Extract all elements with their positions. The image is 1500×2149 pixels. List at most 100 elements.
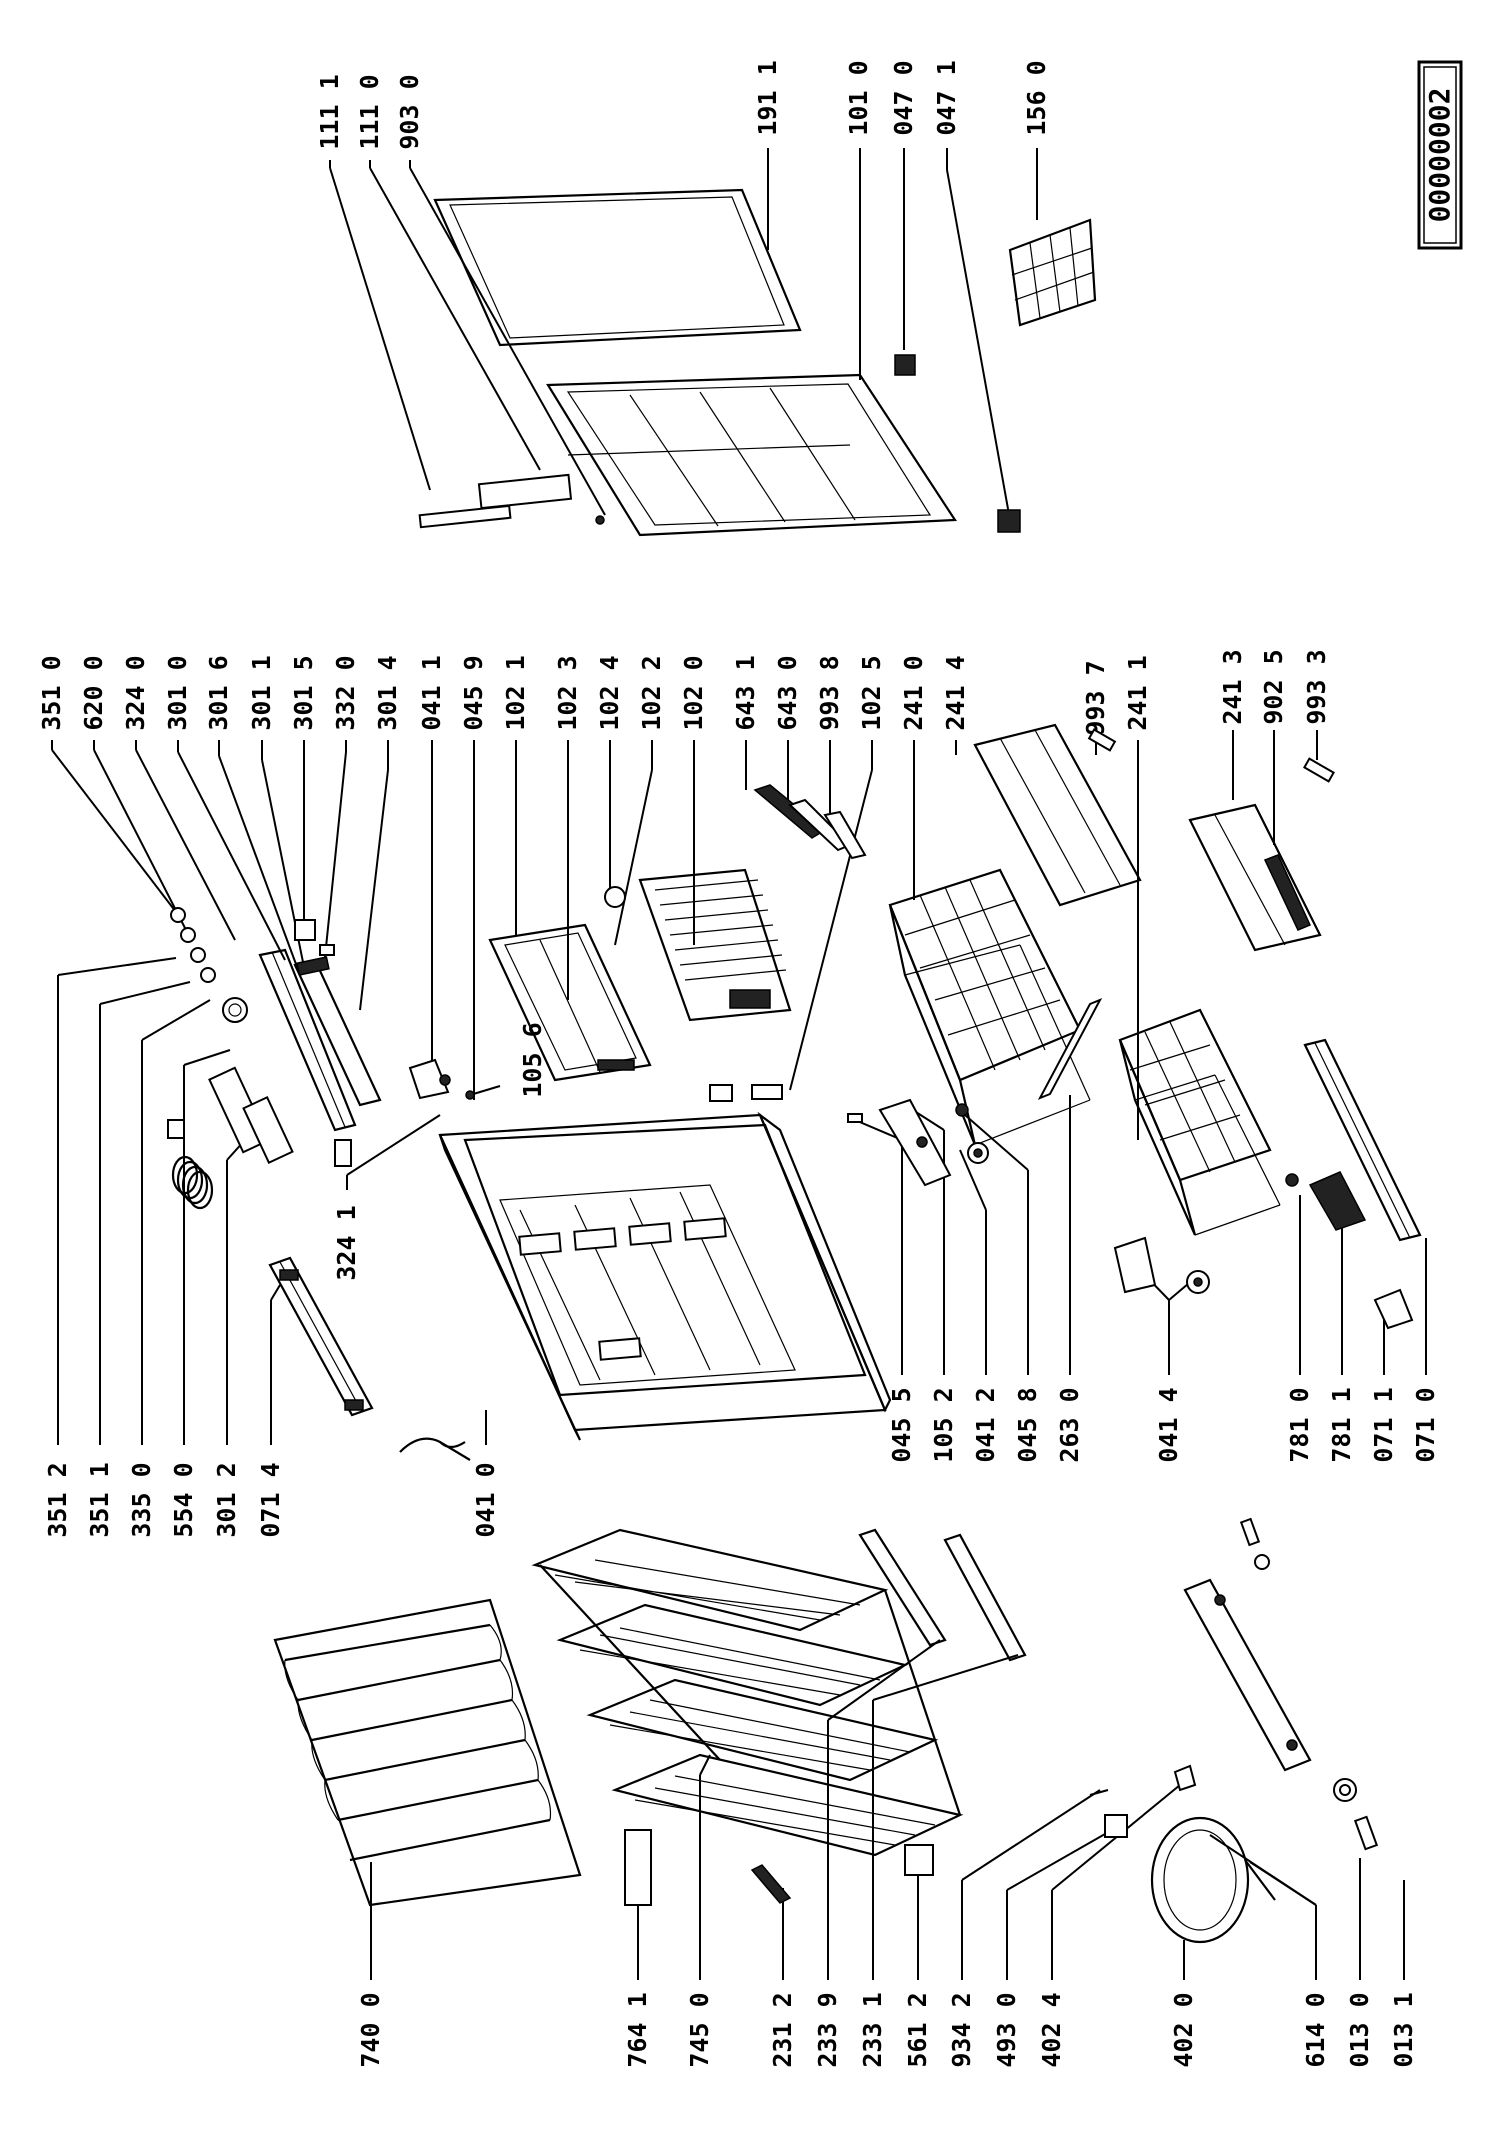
relay-561-2: [904, 1844, 934, 1876]
freezer-flap-102-0: [638, 868, 792, 1022]
part-493-0: [1104, 1814, 1128, 1838]
label-041-4: 041 4: [1154, 1387, 1183, 1462]
label-071-4: 071 4: [256, 1462, 285, 1537]
door-handle-111: [418, 473, 605, 529]
label-241-1: 241 1: [1123, 655, 1152, 730]
label-102-0: 102 0: [679, 655, 708, 730]
rail-233-9: [858, 1528, 947, 1647]
label-045-8: 045 8: [1013, 1387, 1042, 1462]
label-301-0: 301 0: [163, 655, 192, 730]
label-102-5: 102 5: [857, 655, 886, 730]
part-402-4: [1173, 1764, 1197, 1792]
part-993-7: [1087, 728, 1117, 752]
compressor-402-0: [1150, 1816, 1276, 1944]
label-111-0: 111 0: [355, 74, 384, 149]
label-620-0: 620 0: [79, 655, 108, 730]
part-102-5: [751, 1084, 783, 1100]
grommet-013-0: [1333, 1778, 1357, 1802]
hinge-105-2: [878, 1098, 952, 1187]
filter-drier-764-1: [624, 1829, 652, 1906]
label-781-0: 781 0: [1285, 1387, 1314, 1462]
label-241-4: 241 4: [941, 655, 970, 730]
hinge-041-4: [1113, 1236, 1210, 1294]
label-233-9: 233 9: [813, 1992, 842, 2067]
hinge-047-0: [894, 354, 916, 376]
part-324-1: [334, 1139, 352, 1167]
label-324-1: 324 1: [332, 1205, 361, 1280]
kick-plate-071-0: [1303, 1038, 1422, 1242]
label-764-1: 764 1: [623, 1992, 652, 2067]
part-614-0-small: [1239, 1517, 1270, 1570]
label-301-2: 301 2: [212, 1462, 241, 1537]
pad-301-5: [294, 919, 335, 956]
label-301-1: 301 1: [247, 655, 276, 730]
label-041-0: 041 0: [471, 1462, 500, 1537]
label-643-0: 643 0: [773, 655, 802, 730]
strip-902-5: [1263, 854, 1312, 931]
label-402-0: 402 0: [1169, 1992, 1198, 2067]
label-045-9: 045 9: [459, 655, 488, 730]
label-233-1: 233 1: [858, 1992, 887, 2067]
label-993-3: 993 3: [1302, 649, 1331, 724]
hinge-047-1: [997, 509, 1021, 533]
label-402-4: 402 4: [1037, 1992, 1066, 2067]
label-047-1: 047 1: [932, 60, 961, 135]
label-156-0: 156 0: [1022, 60, 1051, 135]
screw-045-5: [847, 1113, 863, 1123]
label-241-0: 241 0: [899, 655, 928, 730]
thermostat-301-2: [208, 1066, 294, 1165]
label-902-5: 902 5: [1259, 649, 1288, 724]
part-934-2: [1089, 1788, 1109, 1797]
label-740-0: 740 0: [356, 1992, 385, 2067]
door-gasket-191-1: [433, 188, 802, 347]
label-561-2: 561 2: [903, 1992, 932, 2067]
label-105-6: 105 6: [518, 1022, 547, 1097]
label-993-7: 993 7: [1081, 660, 1110, 735]
basket-241-1: [1118, 1008, 1281, 1236]
label-102-2: 102 2: [637, 655, 666, 730]
basket-lid-241-3: [1188, 803, 1322, 952]
label-041-2: 041 2: [971, 1387, 1000, 1462]
label-324-0: 324 0: [121, 655, 150, 730]
label-781-1: 781 1: [1327, 1387, 1356, 1462]
label-614-0: 614 0: [1301, 1992, 1330, 2067]
basket-lid-241-4: [973, 723, 1142, 907]
label-301-4: 301 4: [373, 655, 402, 730]
part-labels: 111 1 111 0 903 0 191 1 101 0 047 0 047 …: [37, 60, 1440, 2067]
label-335-0: 335 0: [127, 1462, 156, 1537]
bracket-041-1: [408, 1058, 451, 1100]
part-071-1: [1373, 1288, 1414, 1330]
door-101-0: [546, 373, 957, 537]
rod-263-0: [1037, 998, 1103, 1100]
label-934-2: 934 2: [947, 1992, 976, 2067]
capillary-coil-554-0: [167, 1119, 214, 1210]
label-745-0: 745 0: [685, 1992, 714, 2067]
cable-041-0: [399, 1437, 471, 1461]
rail-071-4: [268, 1256, 374, 1417]
document-id: 00000002: [1423, 88, 1456, 223]
document-id-box: 00000002: [1417, 60, 1463, 250]
label-071-1: 071 1: [1369, 1387, 1398, 1462]
label-111-1: 111 1: [315, 74, 344, 149]
condenser-740-0: [273, 1598, 582, 1907]
evaporator-745-0: [531, 1528, 964, 1857]
label-351-1: 351 1: [85, 1462, 114, 1537]
panel-strip-301-4: [293, 956, 382, 1107]
leader-lines: [51, 148, 1427, 1980]
ice-tray-156-0: [1008, 218, 1097, 327]
grille-781-1: [1308, 1171, 1367, 1231]
label-301-5: 301 5: [289, 655, 318, 730]
screw-781-0: [1285, 1173, 1299, 1187]
thermostat-knobs: [170, 907, 248, 1023]
label-013-1: 013 1: [1389, 1992, 1418, 2067]
rail-233-1: [943, 1533, 1027, 1662]
label-071-0: 071 0: [1411, 1387, 1440, 1462]
label-554-0: 554 0: [169, 1462, 198, 1537]
label-351-2: 351 2: [43, 1462, 72, 1537]
label-231-2: 231 2: [768, 1992, 797, 2067]
label-241-3: 241 3: [1218, 649, 1247, 724]
label-041-1: 041 1: [417, 655, 446, 730]
label-102-1: 102 1: [501, 655, 530, 730]
label-643-1: 643 1: [731, 655, 760, 730]
